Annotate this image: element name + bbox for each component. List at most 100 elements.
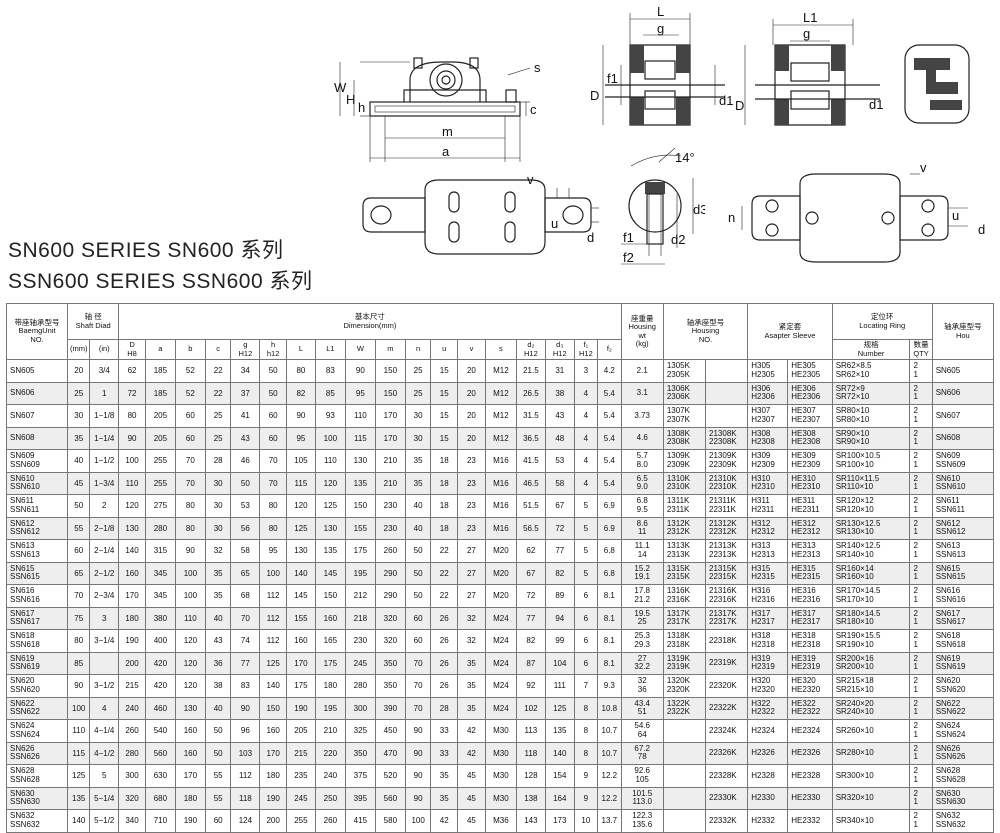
cell-dim: 100: [314, 426, 346, 450]
cell-dim: 85: [314, 381, 346, 405]
cell-dim: 173: [544, 809, 575, 833]
cell-dim: 118: [230, 786, 261, 810]
cell-dim: 260: [118, 719, 146, 743]
cell-unit: SN617 SSN617: [5, 606, 69, 630]
cell-weight: 6.5 9.0: [620, 471, 664, 495]
cell-dim: 35: [404, 471, 432, 495]
cell-dim: 96: [230, 719, 261, 743]
cell-housing-a: 1311K 2311K: [662, 494, 707, 518]
cell-dim: 25: [204, 426, 232, 450]
cell-shaft-in: 3−1/2: [89, 674, 120, 698]
cell-unit: SN618 SSN618: [5, 629, 69, 653]
cell-dim: 50: [404, 539, 432, 563]
cell-dim: 180: [259, 764, 287, 788]
subheader-L1: L1: [314, 339, 346, 360]
cell-sleeve-a: H316 H2316: [747, 584, 789, 608]
cell-housing-b: 22330K: [705, 786, 749, 810]
dim-label-m: m: [442, 124, 453, 139]
cell-unit: SN622 SSN622: [5, 696, 69, 720]
dim-label-h: h: [358, 100, 365, 115]
cell-weight: 101.5 113.0: [620, 786, 664, 810]
subheader-L: L: [285, 339, 316, 360]
cell-dim: 40: [204, 606, 232, 630]
cell-dim: 80: [285, 359, 316, 383]
cell-ring-spec: SR260×10: [831, 719, 911, 743]
cell-dim: 12.2: [597, 786, 622, 810]
cell-sleeve-a: H310 H2310: [747, 471, 789, 495]
header-ring: 定位环 Locating Ring: [831, 303, 933, 340]
cell-dim: 67: [515, 561, 546, 585]
cell-hou: SN618 SSN618: [931, 629, 995, 653]
cell-dim: 52: [174, 381, 206, 405]
cell-sleeve-b: HE315 HE2315: [787, 561, 833, 585]
cell-dim: 5: [573, 494, 599, 518]
cell-shaft-in: 2−1/4: [89, 539, 120, 563]
cell-dim: 90: [404, 786, 432, 810]
cell-dim: 320: [118, 786, 146, 810]
cell-dim: 70: [174, 471, 206, 495]
cell-dim: 56: [230, 516, 261, 540]
cell-dim: 100: [259, 561, 287, 585]
cell-dim: 280: [144, 516, 176, 540]
cell-ring-spec: SR160×14 SR160×10: [831, 561, 911, 585]
cell-ring-spec: SR190×15.5 SR190×10: [831, 629, 911, 653]
cell-dim: 560: [374, 786, 406, 810]
cell-dim: 8: [573, 696, 599, 720]
cell-dim: 67: [544, 494, 575, 518]
cell-dim: 140: [118, 539, 146, 563]
cell-dim: M20: [484, 539, 517, 563]
cell-dim: 23: [457, 516, 486, 540]
cell-sleeve-a: H2328: [747, 764, 789, 788]
cell-ring-qty: 2 1: [909, 696, 933, 720]
cell-unit: SN605: [5, 359, 69, 383]
cell-dim: 104: [544, 651, 575, 675]
cell-dim: 65: [230, 561, 261, 585]
cell-housing-b: 22319K: [705, 651, 749, 675]
cell-dim: 93: [314, 404, 346, 428]
cell-dim: 5: [573, 539, 599, 563]
cell-shaft-mm: 80: [67, 629, 91, 653]
cell-dim: 160: [314, 606, 346, 630]
cell-dim: 140: [259, 674, 287, 698]
section-view-L-drawing: L g D f1 d1: [590, 5, 733, 126]
cell-dim: 23: [457, 449, 486, 473]
dim-label-d1: d1: [719, 93, 733, 108]
cell-dim: 22: [430, 561, 459, 585]
top-view-2-drawing: v u d n: [728, 160, 985, 263]
cell-dim: 260: [374, 539, 406, 563]
front-view-drawing: W H h s c m a: [334, 57, 541, 162]
subheader-d3: d₃ H12: [544, 339, 575, 360]
cell-dim: 36.5: [515, 426, 546, 450]
cell-dim: 90: [285, 404, 316, 428]
dim-label-v: v: [527, 172, 534, 187]
cell-dim: 170: [374, 426, 406, 450]
cell-housing-a: [662, 719, 707, 743]
cell-weight: 8.6 11: [620, 516, 664, 540]
cell-dim: 255: [285, 809, 316, 833]
cell-dim: 30: [404, 426, 432, 450]
cell-ring-spec: SR280×10: [831, 741, 911, 765]
cell-ring-spec: SR80×10 SR80×10: [831, 404, 911, 428]
cell-dim: 120: [174, 674, 206, 698]
cell-shaft-mm: 20: [67, 359, 91, 383]
cell-dim: 20: [457, 359, 486, 383]
cell-housing-b: 21315K 22315K: [705, 561, 749, 585]
cell-dim: 420: [144, 651, 176, 675]
cell-housing-a: 1315K 2315K: [662, 561, 707, 585]
cell-dim: 5.4: [597, 426, 622, 450]
cell-housing-a: 1306K 2306K: [662, 381, 707, 405]
cell-housing-a: 1313K 2313K: [662, 539, 707, 563]
cell-sleeve-b: HE308 HE2308: [787, 426, 833, 450]
cell-ring-qty: 2 1: [909, 741, 933, 765]
dim-label-W: W: [334, 80, 347, 95]
cell-dim: 245: [344, 651, 376, 675]
cell-weight: 122.3 135.6: [620, 809, 664, 833]
cell-dim: 255: [144, 471, 176, 495]
